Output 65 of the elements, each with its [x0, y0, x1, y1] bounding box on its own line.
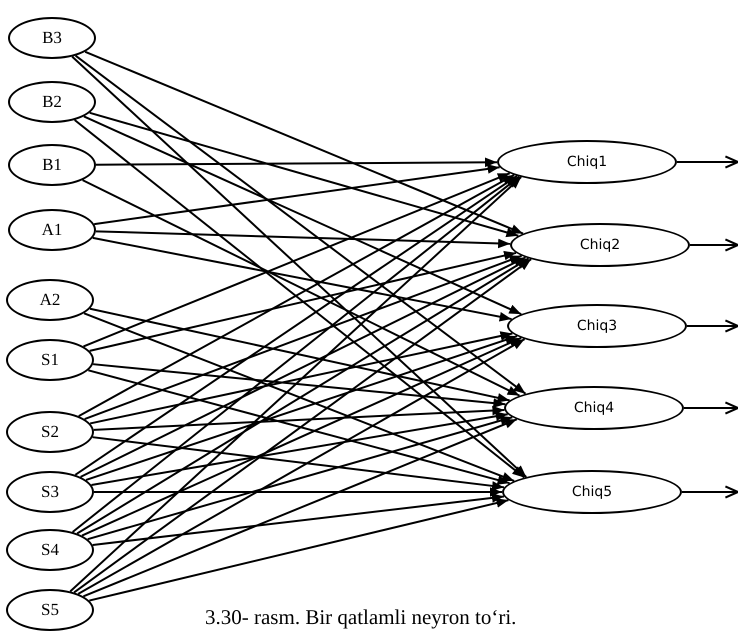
arrow — [90, 331, 513, 424]
arrow — [92, 436, 504, 491]
neuron-label: S3 — [41, 482, 59, 502]
neuron-label: A1 — [42, 220, 62, 240]
neuron-ellipse — [8, 81, 96, 123]
neuron-label: S5 — [41, 600, 59, 620]
arrow — [90, 308, 510, 402]
neuron-label: S4 — [41, 540, 59, 560]
neuron-label: S1 — [41, 350, 59, 370]
arrow — [72, 176, 520, 533]
neuron-ellipse — [6, 529, 94, 571]
arrow — [74, 258, 532, 594]
arrow — [83, 418, 518, 598]
neuron-ellipse — [504, 386, 684, 430]
arrow — [96, 230, 510, 248]
arrow — [677, 155, 740, 169]
neuron-ellipse — [8, 17, 96, 59]
neuron-ellipse — [6, 471, 94, 513]
arrow — [87, 416, 513, 540]
neuron-label: B2 — [42, 92, 62, 112]
neuron-label: Chiq1 — [566, 154, 608, 170]
arrow — [682, 485, 740, 499]
neuron-ellipse — [510, 223, 690, 267]
neuron-ellipse — [497, 140, 677, 184]
arrow — [690, 238, 740, 252]
arrow — [94, 487, 502, 497]
arrow — [78, 338, 526, 595]
arrow — [93, 363, 506, 408]
arrow — [88, 369, 510, 485]
neuron-label: B1 — [42, 155, 62, 175]
arrow — [84, 50, 524, 235]
arrow — [94, 164, 500, 226]
arrow — [84, 116, 522, 316]
arrow — [76, 258, 530, 534]
arrow — [84, 254, 522, 420]
neuron-label: Chiq2 — [580, 237, 620, 253]
arrow — [89, 250, 516, 352]
arrow — [91, 412, 508, 486]
neuron-label: Chiq3 — [576, 318, 618, 334]
neuron-label: B3 — [42, 28, 62, 48]
neuron-label: A2 — [40, 290, 60, 310]
neuron-ellipse — [6, 339, 94, 381]
neuron-label: Chiq4 — [574, 400, 614, 416]
arrow — [74, 119, 525, 478]
neuron-label: Chiq5 — [572, 484, 612, 500]
neuron-ellipse — [6, 279, 94, 321]
arrow — [89, 498, 509, 602]
arrow — [92, 236, 512, 322]
arrow — [83, 172, 510, 348]
neuron-ellipse — [507, 304, 687, 348]
neuron-ellipse — [6, 589, 94, 631]
figure-caption: 3.30- rasm. Bir qatlamli neyron to‘ri. — [205, 605, 516, 630]
arrow — [687, 319, 740, 333]
neuron-ellipse — [502, 470, 682, 514]
arrow — [75, 54, 526, 395]
neuron-ellipse — [6, 411, 94, 453]
neuron-label: S2 — [41, 422, 59, 442]
arrow — [96, 158, 498, 168]
arrow — [82, 336, 522, 536]
arrow — [94, 406, 504, 431]
arrow — [80, 256, 526, 478]
arrow — [74, 175, 518, 476]
arrow — [684, 401, 740, 415]
arrow — [89, 112, 519, 238]
arrow — [92, 493, 504, 546]
